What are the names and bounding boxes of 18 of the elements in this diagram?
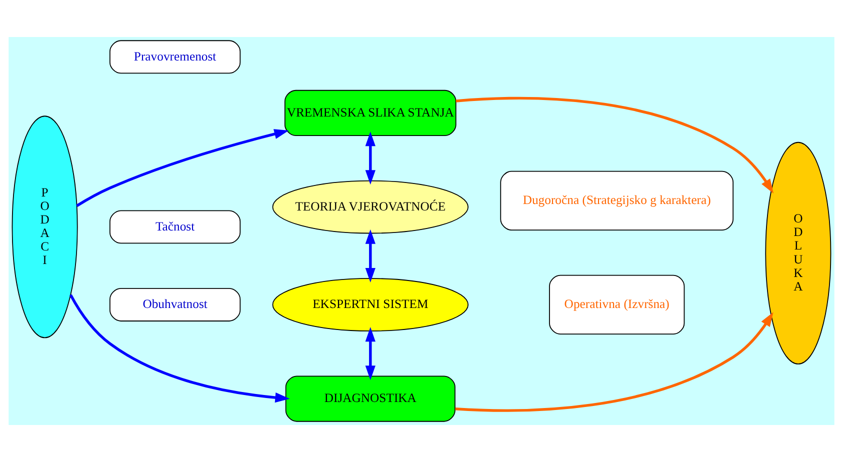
node-ellipse: EKSPERTNI SISTEM: [272, 278, 469, 331]
node-box: Obuhvatnost: [109, 287, 241, 321]
arrow: [69, 294, 290, 402]
node-box: Pravovremenost: [109, 40, 241, 74]
arrow: [365, 326, 376, 380]
arrow: [455, 312, 774, 412]
node-ellipse: PODACI: [12, 115, 78, 338]
arrow: [365, 228, 376, 282]
arrow: [456, 96, 774, 194]
node-box: VREMENSKA SLIKA STANJA: [284, 89, 456, 136]
arrow: [76, 128, 289, 206]
node-box: Operativna (Izvršna): [549, 274, 685, 334]
node-box: DIJAGNOSTIKA: [285, 375, 456, 422]
node-ellipse: ODLUKA: [765, 141, 832, 364]
arrow: [365, 131, 376, 184]
node-box: Tačnost: [109, 210, 241, 244]
node-box: Dugoročna (Strategijsko g karaktera): [500, 170, 734, 230]
node-ellipse: TEORIJA VJEROVATNOĆE: [272, 180, 469, 234]
